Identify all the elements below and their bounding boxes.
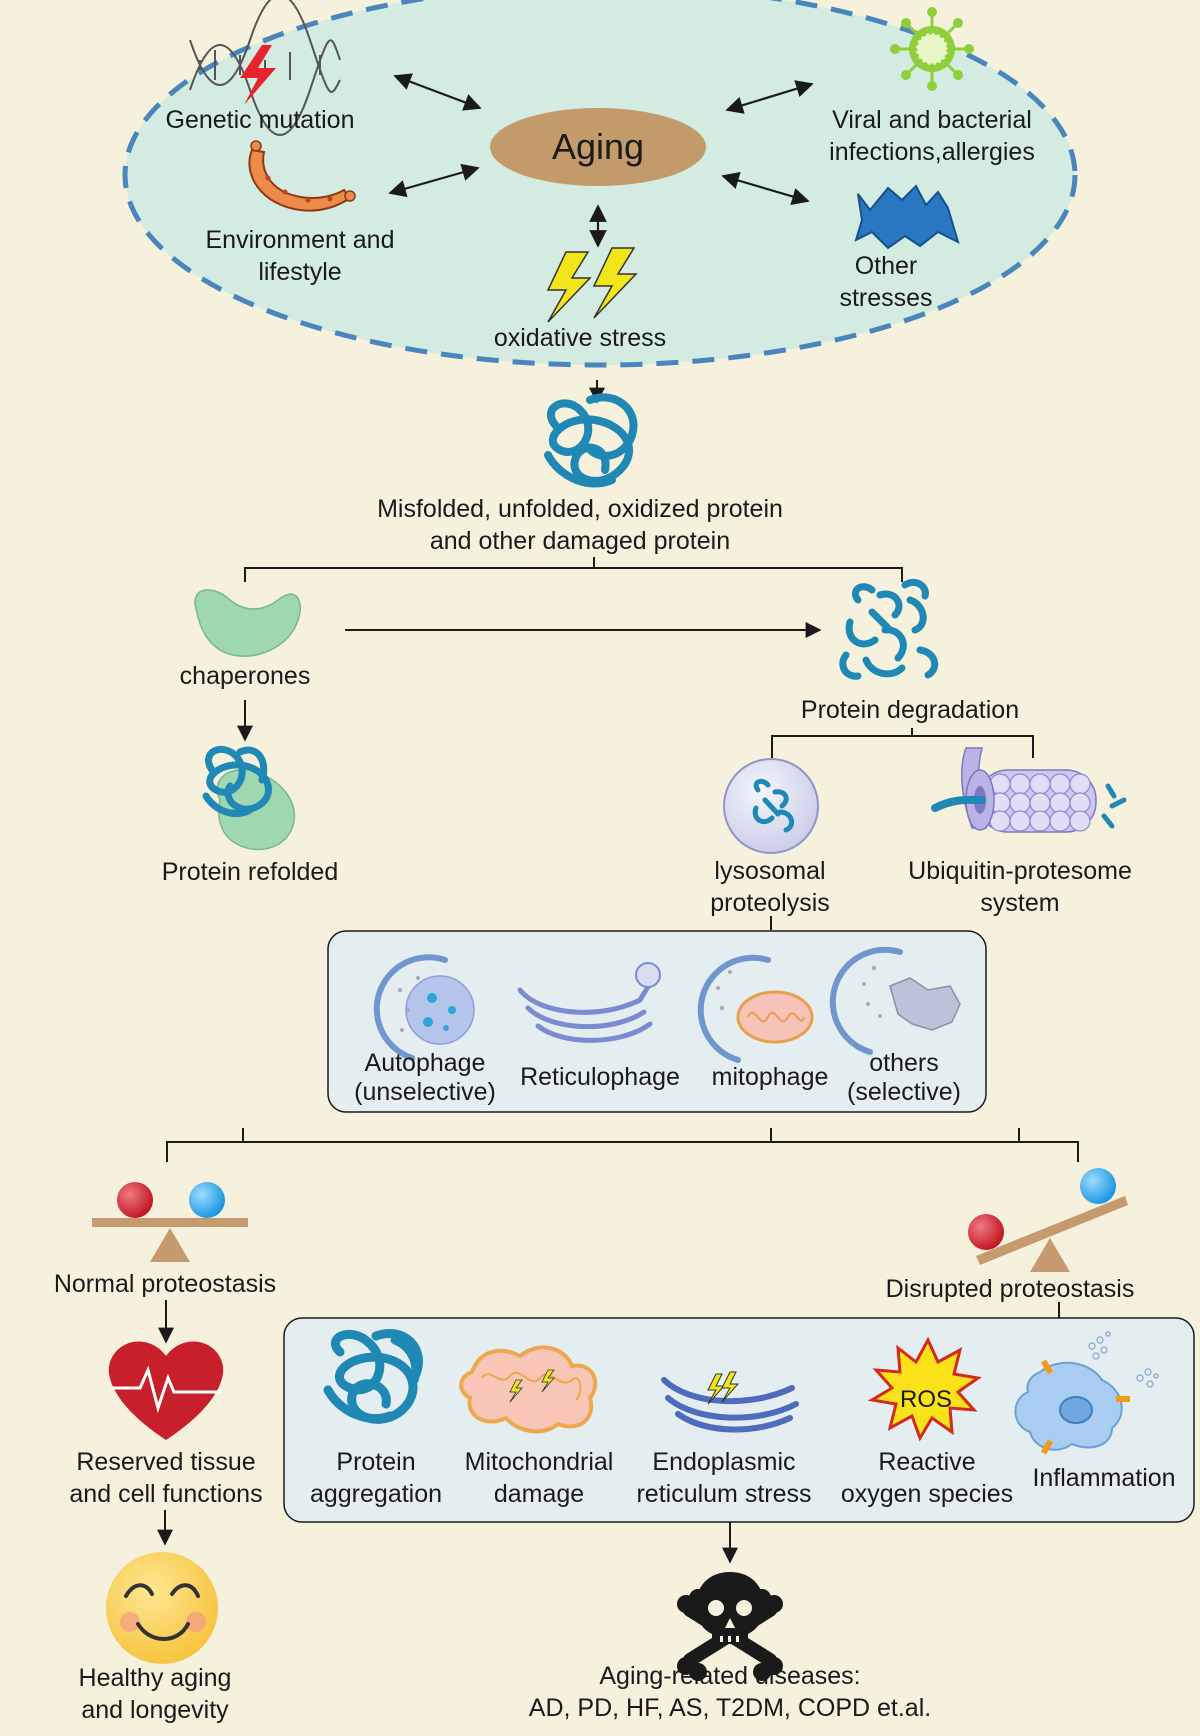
balanced-scale-icon <box>92 1182 248 1262</box>
disrupted-proteostasis-label: Disrupted proteostasis <box>885 1275 1135 1303</box>
heart-icon <box>108 1341 224 1440</box>
aggregation-line-2: aggregation <box>309 1480 443 1508</box>
viral-line-1: Viral and bacterial <box>832 106 1032 134</box>
oxidative-stress-label: oxidative stress <box>493 324 667 352</box>
protein-aggregation-label: Protein aggregation <box>296 1446 456 1510</box>
lightning-icon <box>721 1371 740 1403</box>
misfolded-protein-icon <box>544 393 638 488</box>
viral-bacterial-label: Viral and bacterial infections,allergies <box>812 104 1052 168</box>
stress-icon <box>854 184 960 250</box>
protein-refolded-label: Protein refolded <box>161 858 339 886</box>
arrow-other-aging <box>721 172 810 205</box>
selective-autophagosome-icon <box>829 946 961 1055</box>
lysosomal-line-2: proteolysis <box>710 889 830 917</box>
reserved-functions-label: Reserved tissue and cell functions <box>46 1446 286 1510</box>
damaged-line-2: and other damaged protein <box>429 527 731 555</box>
degraded-protein-icon <box>839 578 939 680</box>
autophage-line-1: Autophage <box>364 1049 486 1077</box>
ros-label: Reactive oxygen species <box>832 1446 1022 1510</box>
chaperones-label: chaperones <box>179 662 311 690</box>
ups-label: Ubiquitin-protesome system <box>890 855 1150 919</box>
mitochondrial-damage-label: Mitochondrial damage <box>454 1446 624 1510</box>
sausage-icon <box>248 140 356 212</box>
arrow-genetic-aging <box>393 73 482 111</box>
branch-bracket <box>244 567 903 582</box>
reserved-line-1: Reserved tissue <box>76 1448 256 1476</box>
damaged-line-1: Misfolded, unfolded, oxidized protein <box>377 495 783 523</box>
mitophage-label: mitophage <box>711 1063 829 1091</box>
environment-line-2: lifestyle <box>258 258 342 286</box>
er-icon <box>517 977 655 1043</box>
lightning-icon <box>592 247 638 319</box>
ros-line-1: Reactive <box>878 1448 976 1476</box>
others-line-1: others <box>869 1049 939 1077</box>
mito-damage-line-1: Mitochondrial <box>464 1448 614 1476</box>
environment-lifestyle-label: Environment and lifestyle <box>180 224 420 288</box>
others-line-2: (selective) <box>847 1078 961 1106</box>
ros-line-2: oxygen species <box>840 1480 1014 1508</box>
lysosome-cargo-icon <box>752 778 795 833</box>
skull-crossbones-icon <box>677 1572 783 1681</box>
healthy-aging-label: Healthy aging and longevity <box>50 1662 260 1726</box>
outcome-bracket <box>166 1141 1079 1162</box>
er-stress-line-2: reticulum stress <box>636 1480 812 1508</box>
lysosomal-line-1: lysosomal <box>714 857 826 885</box>
er-stress-label: Endoplasmic reticulum stress <box>624 1446 824 1510</box>
autophagy-panel <box>327 930 987 1113</box>
lightning-icon <box>546 251 592 323</box>
others-selective-label: others (selective) <box>836 1049 972 1107</box>
ups-line-1: Ubiquitin-protesome <box>908 857 1132 885</box>
healthy-line-1: Healthy aging <box>78 1664 232 1692</box>
degradation-bracket <box>771 735 1034 758</box>
other-stresses-label: Other stresses <box>816 250 956 314</box>
aging-diseases-label: Aging-related diseases: AD, PD, HF, AS, … <box>480 1660 980 1724</box>
arrow-environment-aging <box>388 163 480 198</box>
er-stress-line-1: Endoplasmic <box>652 1448 796 1476</box>
inflammation-label: Inflammation <box>1032 1464 1176 1492</box>
aggregation-line-1: Protein <box>336 1448 416 1476</box>
mitochondrial-damage-icon <box>459 1345 598 1434</box>
aging-node: Aging <box>490 108 706 186</box>
protein-degradation-label: Protein degradation <box>800 696 1020 724</box>
lightning-red-icon <box>240 45 276 105</box>
er-vesicle-icon <box>635 962 661 988</box>
disrupted-scale-icon <box>968 1168 1128 1272</box>
proteasome-icon <box>931 747 1127 833</box>
protein-aggregation-icon <box>323 1329 423 1424</box>
ros-burst-icon <box>867 1336 982 1442</box>
diseases-line-2: AD, PD, HF, AS, T2DM, COPD et.al. <box>528 1694 932 1722</box>
other-line-1: Other <box>854 252 918 280</box>
damaged-protein-label: Misfolded, unfolded, oxidized protein an… <box>330 493 830 557</box>
environment-line-1: Environment and <box>205 226 395 254</box>
ros-badge: ROS <box>899 1386 952 1413</box>
smiley-icon <box>106 1552 218 1664</box>
mitophagosome-icon <box>697 954 814 1063</box>
autophagosome-icon <box>373 954 475 1061</box>
genetic-mutation-label: Genetic mutation <box>165 106 355 134</box>
other-line-2: stresses <box>839 284 933 312</box>
reticulophage-label: Reticulophage <box>520 1063 680 1091</box>
inflammation-cell-icon <box>1014 1331 1159 1455</box>
reserved-line-2: and cell functions <box>69 1480 263 1508</box>
refolded-protein-icon <box>202 745 296 851</box>
autophage-line-2: (unselective) <box>354 1078 496 1106</box>
viral-line-2: infections,allergies <box>829 138 1035 166</box>
normal-proteostasis-label: Normal proteostasis <box>53 1270 277 1298</box>
chaperone-icon <box>194 589 301 657</box>
diseases-line-1: Aging-related diseases: <box>599 1662 861 1690</box>
mito-damage-line-2: damage <box>493 1480 585 1508</box>
lysosomal-proteolysis-label: lysosomal proteolysis <box>690 855 850 919</box>
arrow-viral-aging <box>725 80 814 114</box>
autophage-label: Autophage (unselective) <box>345 1049 505 1107</box>
ups-line-2: system <box>980 889 1060 917</box>
er-stress-icon <box>661 1377 799 1433</box>
lightning-icon <box>707 1373 726 1405</box>
healthy-line-2: and longevity <box>81 1696 229 1724</box>
virus-icon <box>890 7 974 91</box>
dna-icon <box>189 0 341 136</box>
